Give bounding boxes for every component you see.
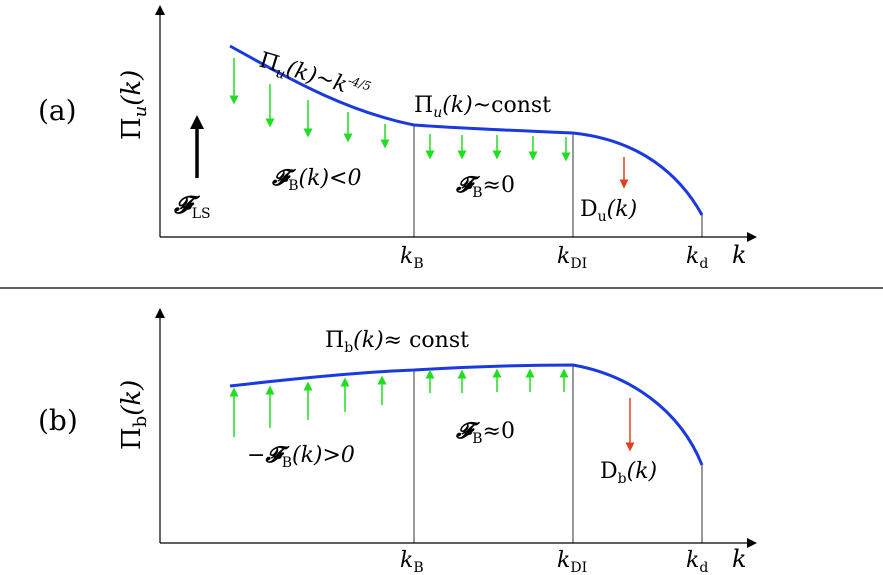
panel-b-x-axis-label: k bbox=[732, 545, 747, 573]
panel-a: (a) Πu(k) Πu(k)~k-4/5 Πu(k)~const 𝓕LS 𝓕B… bbox=[38, 5, 757, 272]
panel-b-dissipation-label: Db(k) bbox=[600, 459, 657, 487]
panel-b-region1-label: −𝓕B(k)>0 bbox=[247, 442, 355, 471]
panel-a-flux-const-label: Πu(k)~const bbox=[414, 93, 551, 121]
panel-b-flux-const-label: Πb(k)≈ const bbox=[325, 328, 469, 356]
panel-b-transfer-arrows bbox=[229, 368, 569, 437]
panel-b-tick-kd: kd bbox=[686, 548, 708, 575]
panel-a-region2-label: 𝓕B≈0 bbox=[455, 172, 515, 201]
panel-a-region1-label: 𝓕B(k)<0 bbox=[271, 165, 361, 194]
panel-b-tick-kDI: kDI bbox=[557, 548, 587, 575]
panel-a-tick-kDI: kDI bbox=[557, 244, 587, 272]
panel-b-region2-label: 𝓕B≈0 bbox=[455, 418, 515, 447]
panel-a-flux-scaling-label: Πu(k)~k-4/5 bbox=[255, 47, 372, 108]
panel-b: (b) Πb(k) Πb(k)≈ const −𝓕B(k)>0 𝓕B≈0 Db(… bbox=[38, 308, 757, 575]
panel-a-label: (a) bbox=[38, 94, 77, 127]
panel-a-x-axis-label: k bbox=[732, 241, 747, 269]
panel-a-tick-kB: kB bbox=[400, 244, 424, 272]
panel-b-label: (b) bbox=[38, 404, 78, 437]
panel-a-tick-kd: kd bbox=[686, 244, 708, 272]
panel-a-dissipation-label: Du(k) bbox=[580, 197, 637, 225]
panel-a-y-axis-label: Πu(k) bbox=[117, 70, 151, 140]
panel-b-y-axis-label: Πb(k) bbox=[117, 380, 151, 450]
panel-a-flux-curve bbox=[229, 44, 704, 216]
panel-a-forcing-label: 𝓕LS bbox=[173, 190, 211, 222]
panel-a-transfer-arrows bbox=[229, 58, 571, 162]
panel-b-tick-kB: kB bbox=[400, 548, 424, 575]
panel-b-flux-curve bbox=[229, 363, 704, 466]
